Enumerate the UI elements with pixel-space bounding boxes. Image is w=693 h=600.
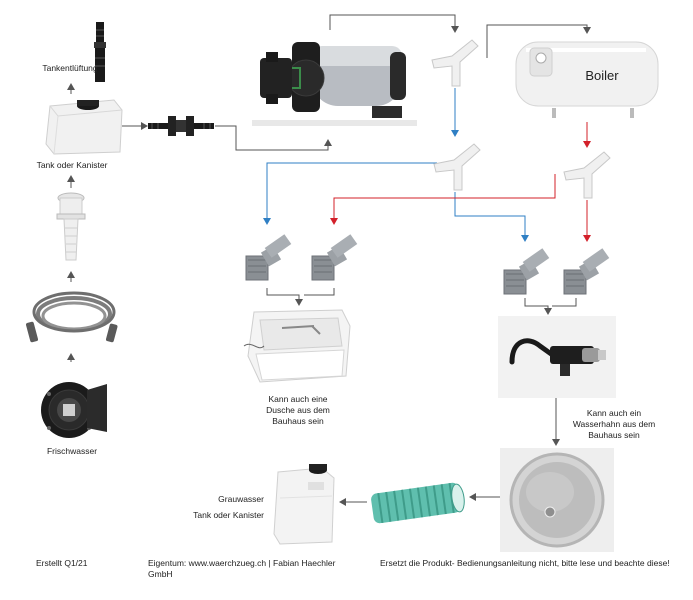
tank-inlet-fitting-icon (56, 192, 86, 261)
grey-water-label: Grauwasser (218, 494, 264, 504)
fresh-water-inlet-icon (41, 382, 107, 438)
faucet-icon (509, 338, 606, 376)
footer-created: Erstellt Q1/21 (36, 558, 88, 568)
tank-vent-label: Tankentlüftung (42, 63, 98, 73)
y-splitter-top-icon (431, 39, 479, 87)
water-pump-icon (252, 42, 417, 126)
grey-tank-label: Tank oder Kanister (193, 510, 264, 520)
faucet-panel (498, 316, 616, 398)
fresh-water-label: Frischwasser (46, 446, 98, 456)
grey-water-canister-icon (273, 464, 335, 545)
y-splitter-hot-icon (563, 151, 611, 199)
sink-panel (500, 448, 614, 552)
line-fitting-to-shower-a (266, 288, 303, 306)
y-splitter-cold-icon (433, 143, 481, 191)
fitting-shower-hot-icon (311, 234, 358, 281)
inline-coupling-icon (148, 116, 214, 136)
footer-disclaimer: Ersetzt die Produkt- Bedienungsanleitung… (380, 558, 670, 568)
line-splitter-to-boiler (486, 24, 591, 58)
line-fitting-to-faucet-a (524, 298, 552, 315)
line-cold-to-faucet (454, 192, 529, 242)
line-fitting-to-shower-b (304, 288, 335, 296)
fitting-shower-cold-icon (245, 234, 292, 281)
shower-note: Kann auch eine Dusche aus dem Bauhaus se… (250, 394, 346, 427)
footer-owner: Eigentum: www.waerchzueg.ch | Fabian Hae… (148, 558, 336, 579)
boiler-label: Boiler (585, 68, 619, 83)
line-hot-to-shower (330, 174, 556, 225)
tank-vent-fitting-icon (94, 22, 106, 82)
faucet-note: Kann auch ein Wasserhahn aus dem Bauhaus… (566, 408, 662, 441)
water-tank-icon (45, 99, 123, 155)
line-coupling-to-pump (215, 125, 332, 151)
line-fitting-to-faucet-b (552, 298, 577, 307)
fitting-faucet-hot-icon (563, 248, 610, 295)
shower-note-line-3: Bauhaus sein (272, 416, 324, 426)
line-cold-to-shower (263, 162, 437, 225)
line-pump-to-splitter (329, 14, 459, 33)
fitting-faucet-cold-icon (503, 248, 550, 295)
faucet-note-line-3: Bauhaus sein (588, 430, 640, 440)
shower-note-line-1: Kann auch eine (268, 394, 328, 404)
faucet-note-line-1: Kann auch ein (586, 408, 642, 418)
tank-label: Tank oder Kanister (36, 160, 108, 170)
boiler-icon (515, 41, 659, 118)
coiled-hose-icon (25, 291, 118, 343)
shower-unit-icon (243, 309, 351, 383)
drain-hose-icon (371, 482, 465, 524)
sink-icon (509, 452, 605, 548)
faucet-note-line-2: Wasserhahn aus dem (572, 419, 656, 429)
shower-note-line-2: Dusche aus dem (266, 405, 330, 415)
